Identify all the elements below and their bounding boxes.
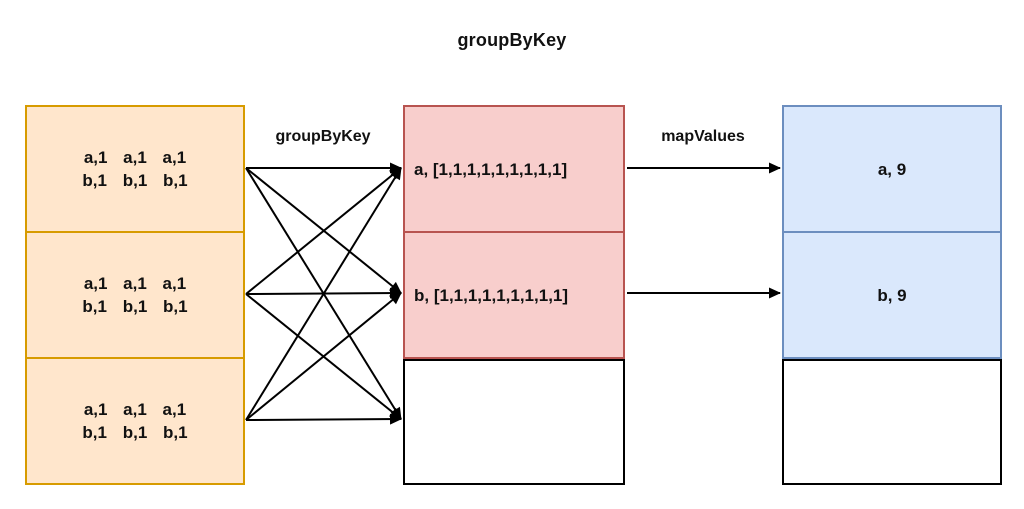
- arrow: [245, 167, 402, 421]
- pair-line: a,1 a,1 a,1: [83, 274, 187, 293]
- mapped-cell-a: a, 9: [782, 105, 1002, 233]
- pair-line: a,1 a,1 a,1: [83, 400, 187, 419]
- arrow: [245, 167, 402, 294]
- grouped-cell-a: a, [1,1,1,1,1,1,1,1,1]: [403, 105, 625, 233]
- grouped-cell-empty: [403, 359, 625, 485]
- pair-line: a,1 a,1 a,1: [83, 148, 187, 167]
- arrow: [245, 293, 402, 420]
- arrow: [245, 167, 402, 420]
- diagram-title: groupByKey: [457, 30, 567, 50]
- input-partition-1: a,1 a,1 a,1 b,1 b,1 b,1: [25, 105, 245, 233]
- pair-line: b,1 b,1 b,1: [82, 423, 188, 442]
- pair-line: b,1 b,1 b,1: [82, 297, 188, 316]
- arrow: [245, 167, 402, 295]
- groupbykey-arrow-label: groupByKey: [275, 128, 371, 145]
- input-partition-2: a,1 a,1 a,1 b,1 b,1 b,1: [25, 231, 245, 359]
- arrow: [245, 292, 402, 421]
- arrow: [245, 287, 402, 299]
- mapped-cell-b: b, 9: [782, 231, 1002, 359]
- arrow: [245, 413, 402, 425]
- input-partition-3: a,1 a,1 a,1 b,1 b,1 b,1: [25, 357, 245, 485]
- pair-line: b,1 b,1 b,1: [82, 171, 188, 190]
- mapvalues-arrow-label: mapValues: [661, 128, 745, 145]
- grouped-cell-b: b, [1,1,1,1,1,1,1,1,1]: [403, 231, 625, 359]
- mapped-cell-empty: [782, 359, 1002, 485]
